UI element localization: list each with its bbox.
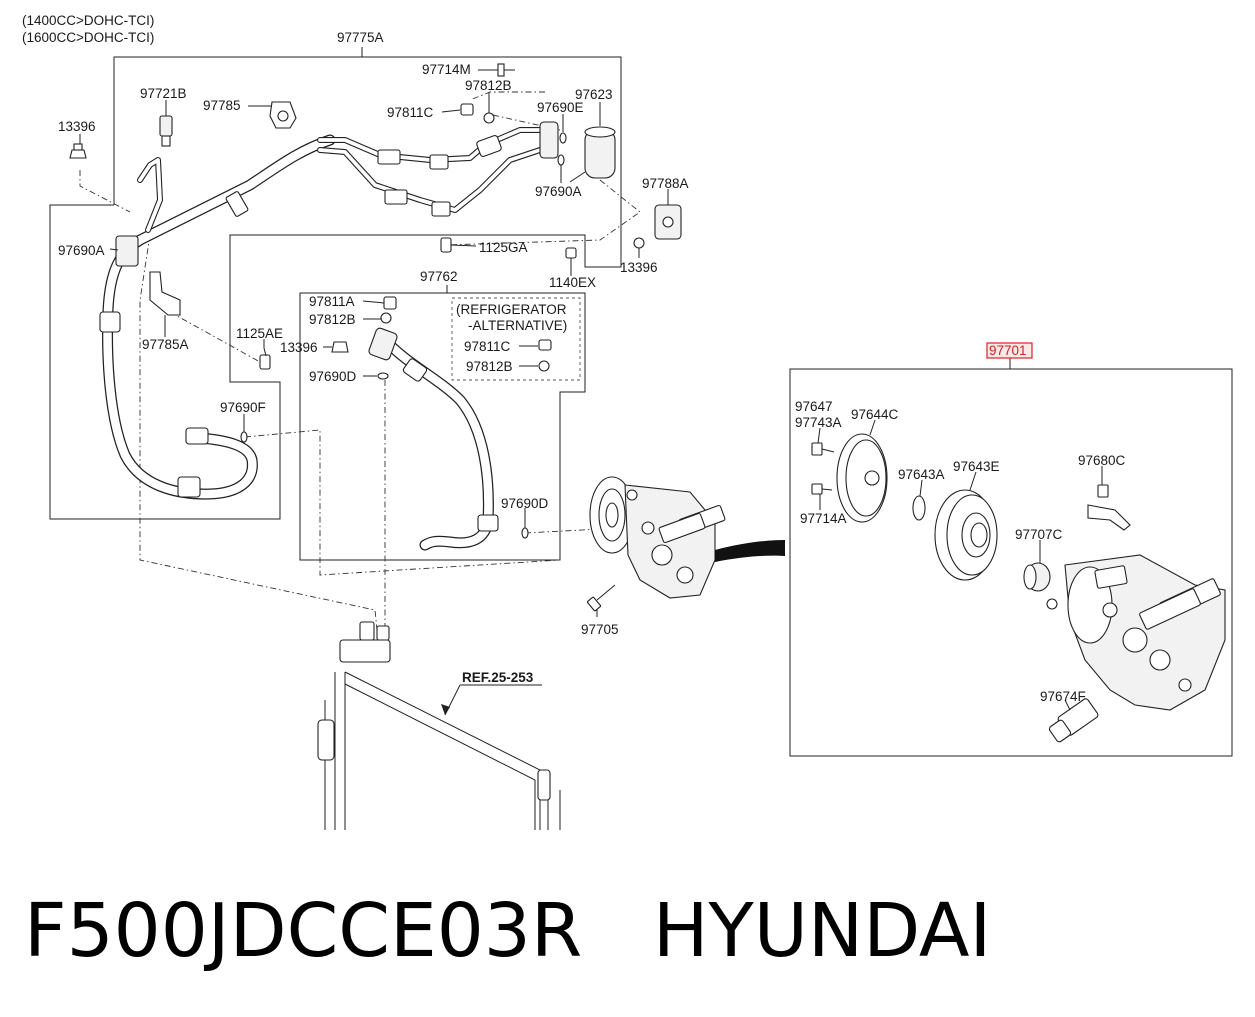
label-97674F[interactable]: 97674F: [1040, 689, 1086, 704]
label-97701-selected[interactable]: 97701: [989, 343, 1027, 358]
label-1140EX[interactable]: 1140EX: [549, 275, 596, 290]
discharge-hose: [368, 327, 499, 551]
alt-title-line2: -ALTERNATIVE): [468, 318, 567, 333]
label-13396-right[interactable]: 13396: [620, 260, 658, 275]
upper-hardware: [69, 63, 682, 539]
brand-name: HYUNDAI: [652, 888, 992, 974]
label-1125AE[interactable]: 1125AE: [236, 326, 283, 341]
label-97714M[interactable]: 97714M: [422, 62, 471, 77]
label-97811C[interactable]: 97811C: [387, 105, 434, 120]
leader-lines: [79, 69, 669, 617]
label-97785[interactable]: 97785: [203, 98, 241, 113]
assembly-frame-97775A: [49, 47, 622, 520]
label-97788A[interactable]: 97788A: [642, 176, 689, 191]
alt-title-line1: (REFRIGERATOR: [456, 302, 567, 317]
label-13396-mid[interactable]: 13396: [280, 340, 318, 355]
label-97811A[interactable]: 97811A: [309, 294, 355, 309]
routing-dash-lines: [79, 91, 641, 641]
label-97643E[interactable]: 97643E: [953, 459, 1000, 474]
compressor-exploded-parts: [811, 433, 1226, 743]
suction-hose: [99, 134, 336, 500]
label-97690D-low[interactable]: 97690D: [501, 496, 549, 511]
alt-item-97812B[interactable]: 97812B: [466, 359, 513, 374]
label-97690A-right[interactable]: 97690A: [535, 184, 582, 199]
label-97743A[interactable]: 97743A: [795, 415, 842, 430]
label-ref-25-253[interactable]: REF.25-253: [462, 670, 534, 685]
footer-caption: F500JDCCE03R HYUNDAI: [24, 888, 991, 974]
label-97812B[interactable]: 97812B: [465, 78, 512, 93]
compressor-assembly-frame: [789, 342, 1233, 757]
label-97705[interactable]: 97705: [581, 622, 619, 637]
refrigerator-alternative-box: (REFRIGERATOR -ALTERNATIVE) 97811C 97812…: [451, 297, 581, 381]
label-97690D-top[interactable]: 97690D: [309, 369, 357, 384]
label-97647[interactable]: 97647: [795, 399, 833, 414]
label-97812B-mid[interactable]: 97812B: [309, 312, 356, 327]
label-97690E[interactable]: 97690E: [537, 100, 584, 115]
label-97644C[interactable]: 97644C: [851, 407, 899, 422]
label-97680C[interactable]: 97680C: [1078, 453, 1126, 468]
condenser: [317, 621, 561, 830]
label-97762[interactable]: 97762: [420, 269, 458, 284]
parts-diagram: (1400CC>DOHC-TCI) (1600CC>DOHC-TCI) 9777…: [22, 13, 1233, 830]
assembly-frame-97762: [299, 285, 586, 561]
label-1125GA[interactable]: 1125GA: [479, 240, 528, 255]
label-97714A[interactable]: 97714A: [800, 511, 847, 526]
liquid-pipes: [137, 121, 559, 233]
alt-item-97811C[interactable]: 97811C: [464, 339, 511, 354]
part-code: F500JDCCE03R: [24, 888, 583, 974]
engine-note-1400: (1400CC>DOHC-TCI): [22, 13, 154, 28]
label-97775A[interactable]: 97775A: [337, 30, 384, 45]
label-97721B[interactable]: 97721B: [140, 86, 187, 101]
label-97690F[interactable]: 97690F: [220, 400, 266, 415]
engine-note-1600: (1600CC>DOHC-TCI): [22, 30, 154, 45]
label-97643A[interactable]: 97643A: [898, 467, 945, 482]
label-97690A-left[interactable]: 97690A: [58, 243, 105, 258]
label-97785A[interactable]: 97785A: [142, 337, 189, 352]
compressor-installed: [586, 476, 785, 612]
exploded-leader-lines: [817, 419, 1103, 711]
label-97707C[interactable]: 97707C: [1015, 527, 1063, 542]
label-97623[interactable]: 97623: [575, 87, 613, 102]
label-13396-left[interactable]: 13396: [58, 119, 96, 134]
